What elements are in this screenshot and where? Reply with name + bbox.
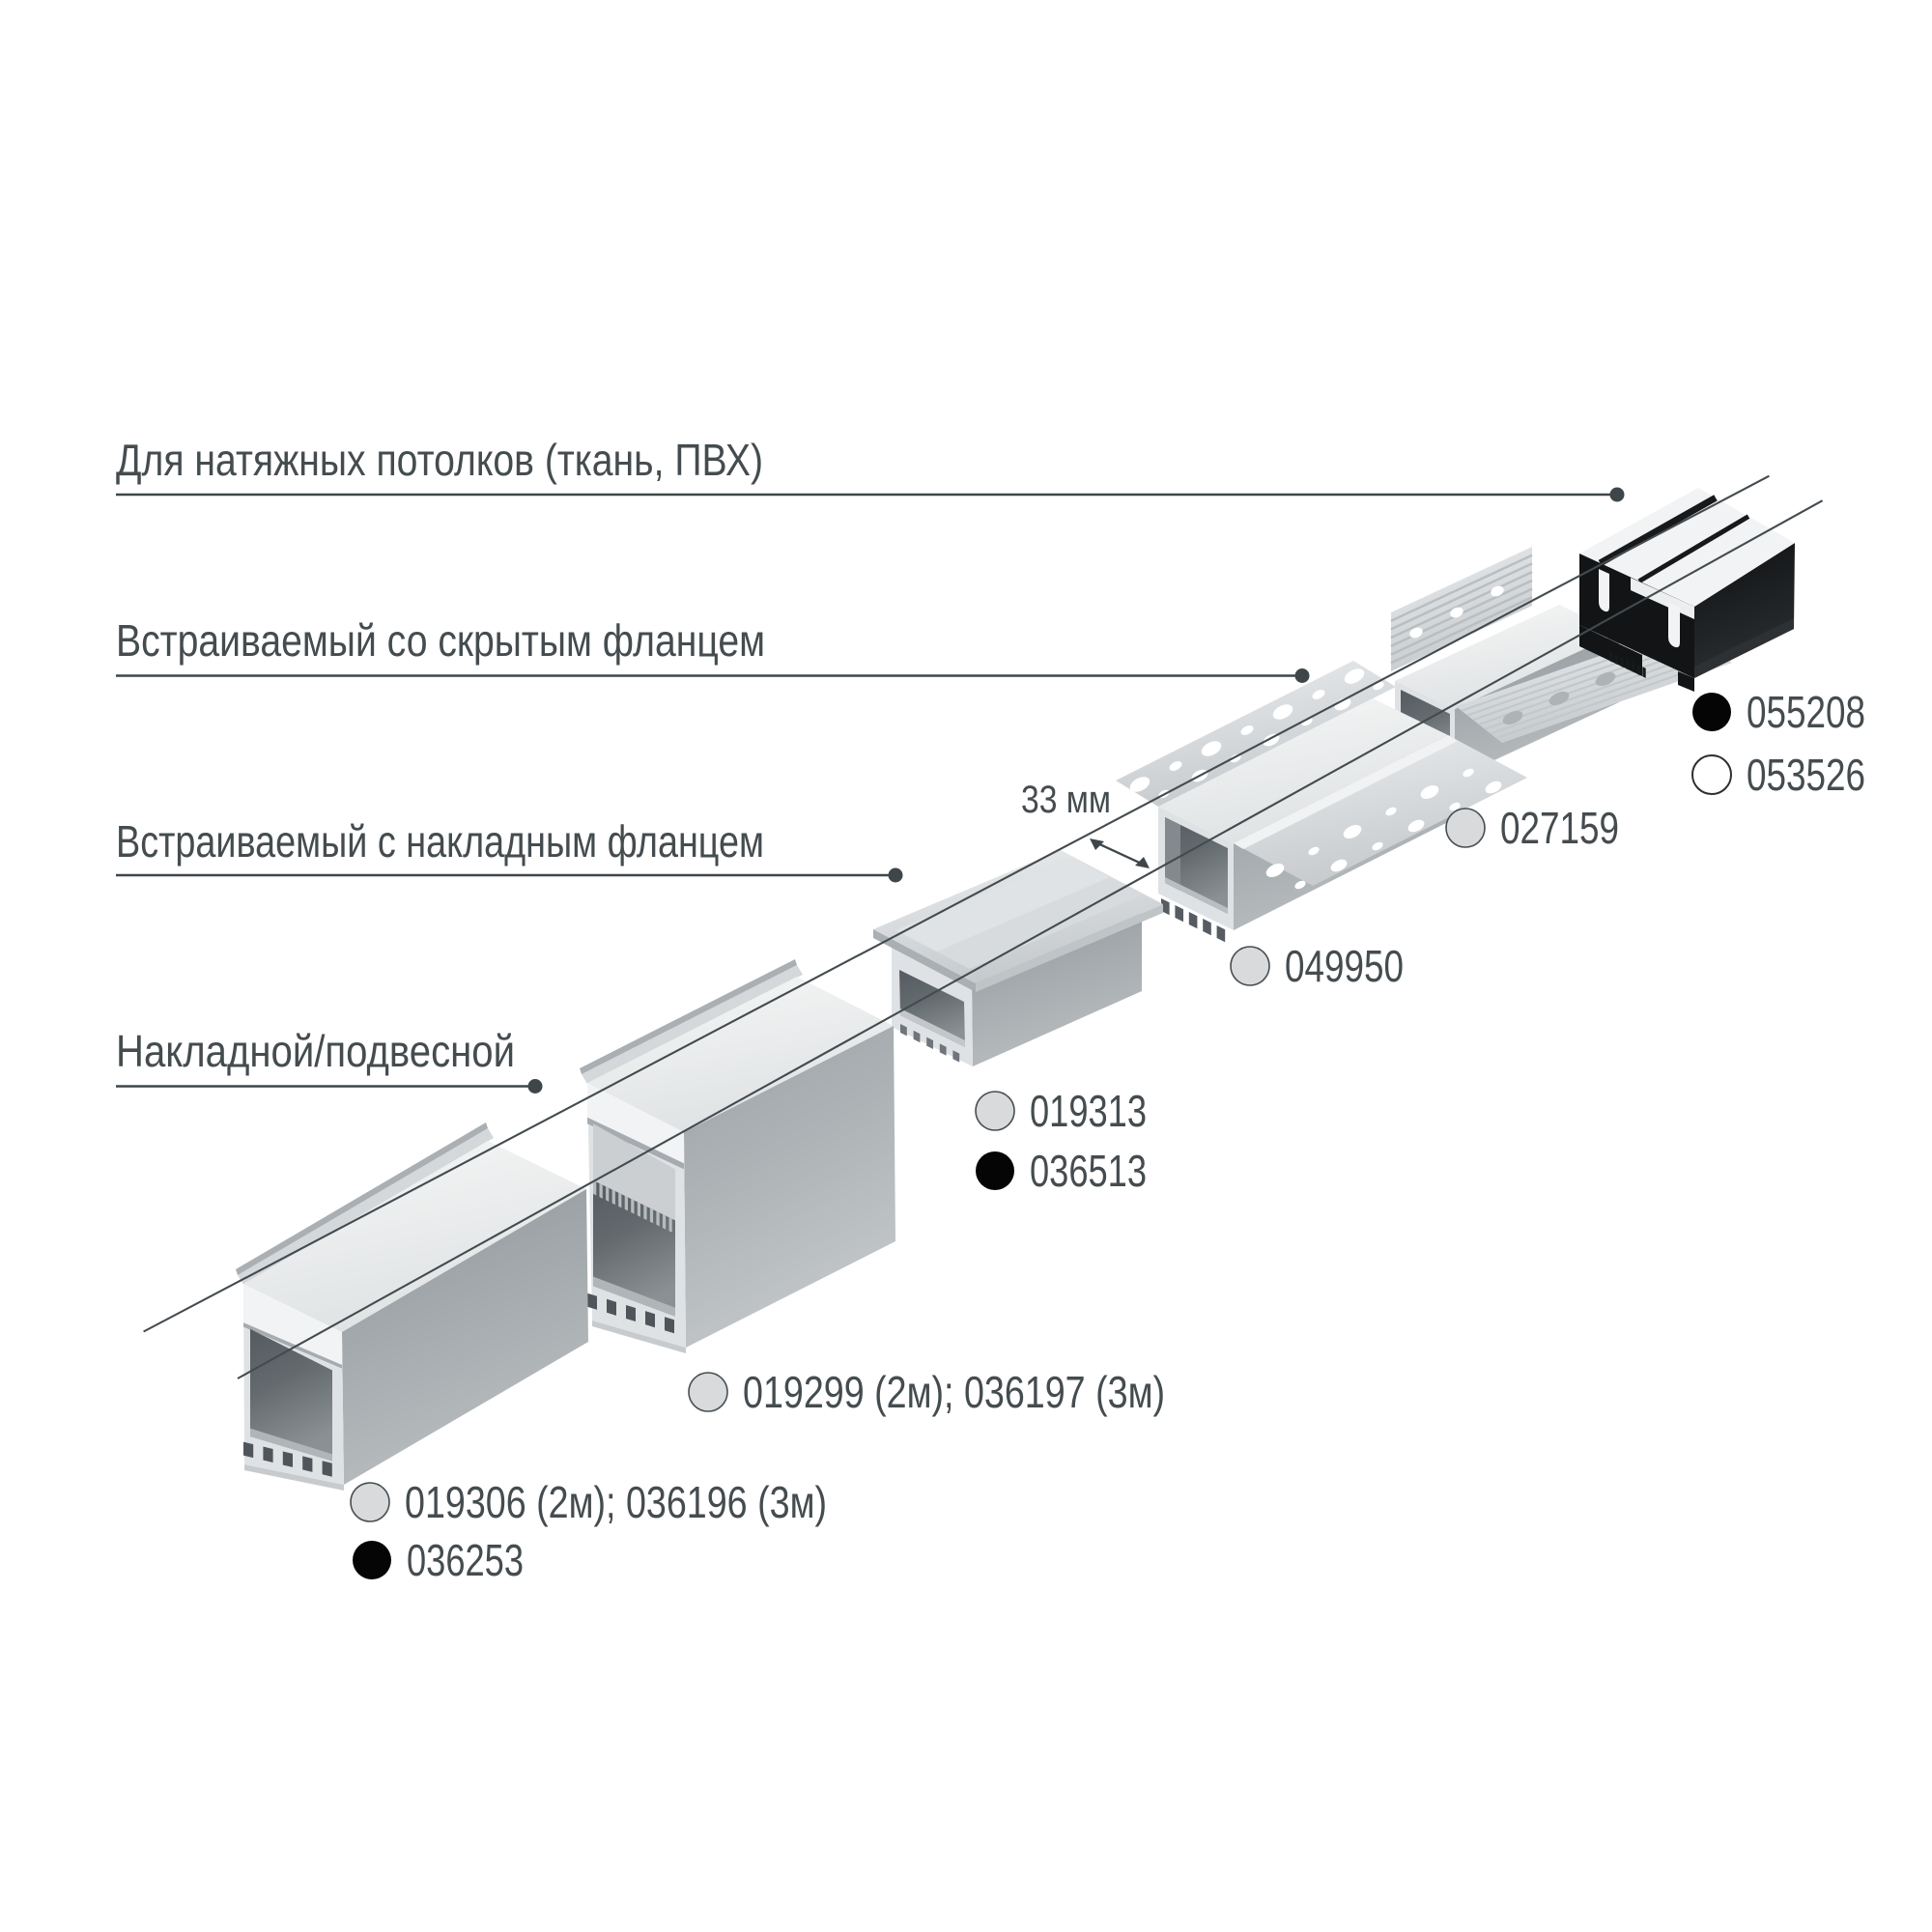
- svg-text:019306 (2м); 036196 (3м): 019306 (2м); 036196 (3м): [405, 1477, 827, 1527]
- svg-text:027159: 027159: [1500, 803, 1619, 853]
- svg-text:019313: 019313: [1030, 1086, 1147, 1136]
- svg-text:Накладной/подвесной: Накладной/подвесной: [116, 1026, 515, 1076]
- svg-text:053526: 053526: [1747, 750, 1865, 800]
- svg-text:Встраиваемый с накладным фланц: Встраиваемый с накладным фланцем: [116, 816, 764, 867]
- svg-text:019299 (2м); 036197 (3м): 019299 (2м); 036197 (3м): [743, 1367, 1165, 1417]
- svg-text:33 мм: 33 мм: [1021, 779, 1111, 821]
- svg-text:049950: 049950: [1285, 941, 1404, 991]
- svg-text:036253: 036253: [407, 1535, 524, 1585]
- svg-text:Для натяжных потолков (ткань,: Для натяжных потолков (ткань, ПВХ): [116, 435, 763, 485]
- svg-text:055208: 055208: [1747, 687, 1865, 737]
- svg-text:036513: 036513: [1030, 1146, 1147, 1196]
- svg-text:Встраиваемый со скрытым фланце: Встраиваемый со скрытым фланцем: [116, 615, 765, 666]
